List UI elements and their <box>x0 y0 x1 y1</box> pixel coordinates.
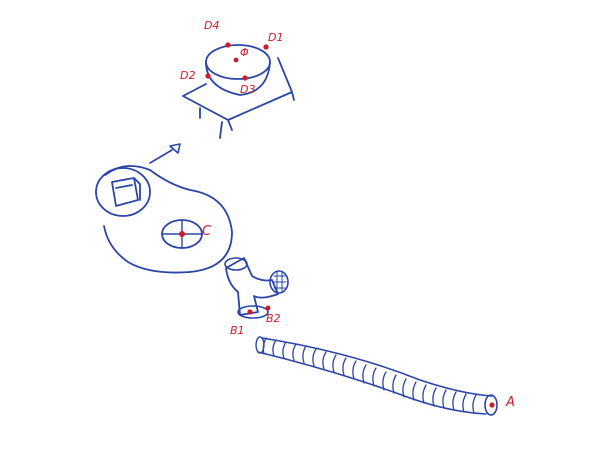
disk-top <box>205 44 271 80</box>
tee-mesh-opening <box>269 270 289 294</box>
tee-upper-inlet <box>224 257 248 271</box>
hose-end-b1 <box>255 336 265 354</box>
label-d1: D1 <box>268 31 283 44</box>
tee-bottom-outlet <box>237 305 269 319</box>
centrifugal-fan: C <box>95 165 233 274</box>
hose-end-a <box>484 394 498 416</box>
point-d2 <box>205 73 211 79</box>
label-a: A <box>505 395 515 410</box>
point-center <box>233 57 239 63</box>
measurement-plate: D4 D1 D2 D3 Φ <box>180 19 295 139</box>
hose-bottom-edge <box>257 351 487 415</box>
fan-inlet-ring <box>95 167 151 217</box>
label-d2: D2 <box>180 69 195 82</box>
point-d4 <box>225 42 231 48</box>
fan-outlet-duct <box>111 177 141 207</box>
hose-top-edge <box>261 337 493 397</box>
probe-arrow <box>149 143 181 164</box>
plate-table <box>182 57 295 139</box>
tee-body <box>225 257 279 316</box>
point-b1 <box>247 309 253 315</box>
point-c <box>179 231 185 237</box>
point-b2 <box>265 305 271 311</box>
label-d4: D4 <box>204 19 219 32</box>
label-d3: D3 <box>240 83 255 96</box>
point-d3 <box>242 75 248 81</box>
label-c: C <box>202 224 212 239</box>
point-d1 <box>263 44 269 50</box>
label-b2: B2 <box>266 312 281 325</box>
hose-corrugations <box>262 337 477 414</box>
point-a <box>489 402 495 408</box>
tee-connector: B1 B2 <box>224 257 289 337</box>
fan-housing <box>103 165 233 274</box>
label-center: Φ <box>240 46 249 59</box>
flexible-hose: A <box>255 336 515 416</box>
label-b1: B1 <box>230 324 245 337</box>
